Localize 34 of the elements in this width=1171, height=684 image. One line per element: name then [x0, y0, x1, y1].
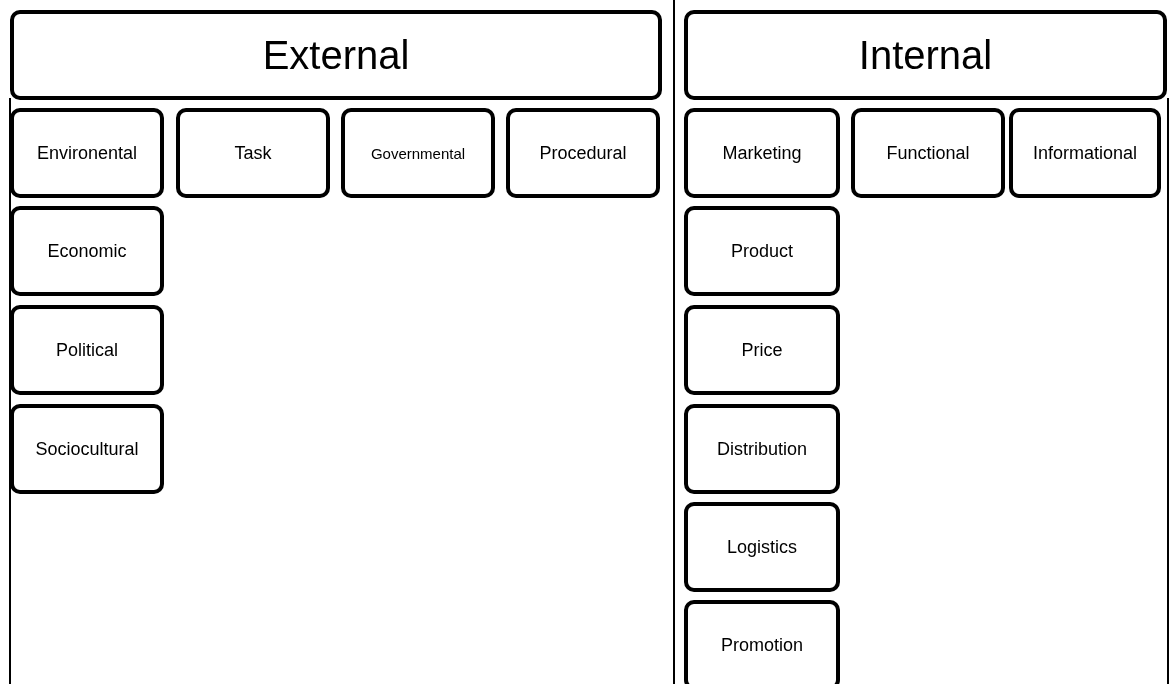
category-label: Marketing — [722, 142, 802, 164]
category-label: Governmental — [370, 144, 466, 162]
header-box — [10, 10, 662, 100]
category-box — [341, 108, 495, 198]
category-label: Functional — [886, 142, 970, 164]
category-box — [684, 305, 840, 395]
category-label: Environental — [36, 142, 138, 164]
category-label: Procedural — [539, 142, 627, 164]
category-label: Sociocultural — [35, 438, 139, 460]
category-label: Product — [730, 240, 793, 262]
category-label: Political — [56, 339, 118, 361]
category-box — [851, 108, 1005, 198]
category-box — [506, 108, 660, 198]
header-box — [684, 10, 1167, 100]
category-box — [176, 108, 330, 198]
category-box — [10, 404, 164, 494]
category-label: Informational — [1032, 142, 1138, 164]
header-text: Internal — [858, 32, 993, 78]
category-box — [1009, 108, 1161, 198]
category-label: Distribution — [716, 438, 807, 460]
category-box — [10, 206, 164, 296]
category-box — [684, 108, 840, 198]
header-text: External — [262, 32, 410, 78]
category-label: Economic — [47, 240, 127, 262]
category-box — [684, 600, 840, 684]
category-box — [684, 502, 840, 592]
category-box — [10, 108, 164, 198]
category-label: Logistics — [727, 536, 797, 558]
category-label: Price — [741, 339, 783, 361]
category-box — [684, 206, 840, 296]
category-box — [684, 404, 840, 494]
category-box — [10, 305, 164, 395]
category-label: Promotion — [720, 634, 803, 656]
category-label: Task — [234, 142, 272, 164]
